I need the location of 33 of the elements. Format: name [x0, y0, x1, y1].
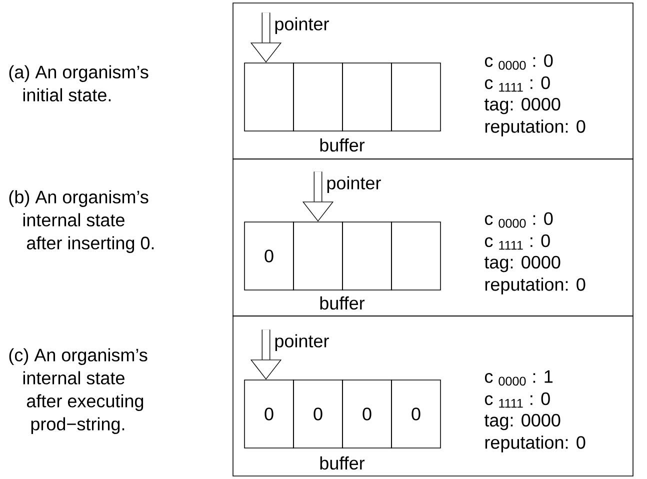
caption: (c) An organism’s internal state after executing prod−string.	[9, 348, 148, 434]
buffer-cell: 0	[244, 380, 294, 448]
pointer-label: pointer	[275, 17, 329, 34]
buffer-label: buffer	[320, 456, 365, 470]
buffer-cell	[342, 62, 392, 132]
counter-text: tag: 0000	[484, 98, 560, 114]
buffer-label: buffer	[320, 138, 365, 152]
buffer-cell: 0	[391, 380, 441, 448]
pointer-label: pointer	[275, 334, 329, 351]
counter-text: tag: 0000	[484, 256, 560, 272]
caption: (a) An organism’s initial state.	[9, 65, 148, 102]
counter-text: c $_{0000}$ : 0	[484, 212, 553, 228]
caption: (b) An organism’s internal state after inserting 0.	[9, 190, 154, 253]
buffer-cell	[342, 222, 392, 290]
counter-text: c $_{1111}$ : 0	[484, 76, 550, 92]
buffer-label: buffer	[320, 296, 365, 310]
pointer-label: pointer	[327, 176, 381, 193]
buffer-cell	[391, 62, 441, 132]
buffer-cell	[293, 222, 343, 290]
buffer-cell: 0	[293, 380, 343, 448]
buffer-cell	[391, 222, 441, 290]
counter-text: c $_{1111}$ : 0	[484, 234, 550, 250]
counter-text: reputation: 0	[485, 436, 586, 452]
counter-text: c $_{0000}$ : 1	[484, 370, 553, 386]
counter-text: reputation: 0	[485, 278, 586, 294]
buffer-cell	[244, 62, 294, 132]
buffer-cell	[293, 62, 343, 132]
counter-text: reputation: 0	[485, 120, 586, 136]
buffer-cell: 0	[342, 380, 392, 448]
counter-text: tag: 0000	[484, 414, 560, 430]
counter-text: c $_{1111}$ : 0	[484, 392, 550, 408]
buffer-cell: 0	[244, 222, 294, 290]
counter-text: c $_{0000}$ : 0	[484, 54, 553, 70]
